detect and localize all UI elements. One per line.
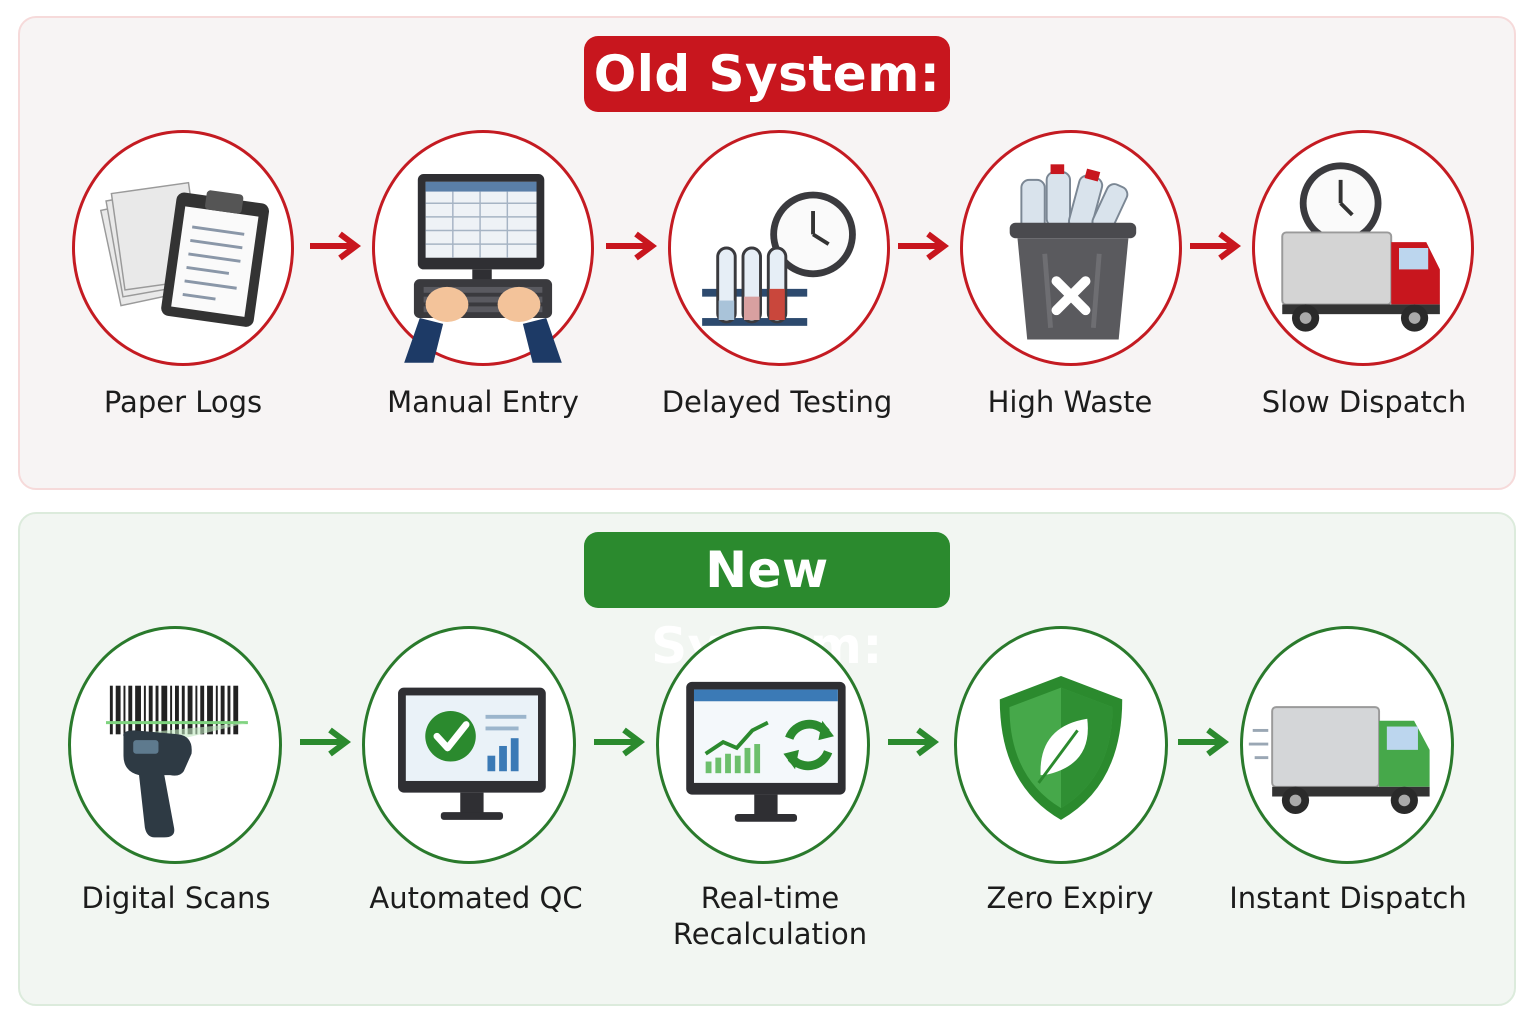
step-label-slow-dispatch: Slow Dispatch bbox=[1261, 385, 1467, 419]
arrow-right-icon bbox=[604, 231, 660, 261]
digital-scans-circle bbox=[68, 626, 282, 864]
old-system-panel: Old System: Paper Logs bbox=[18, 16, 1516, 490]
arrow-right-icon bbox=[896, 231, 952, 261]
computer-typing-icon bbox=[404, 174, 562, 363]
real-time-recalculation-circle bbox=[656, 626, 870, 864]
step-label-digital-scans: Digital Scans bbox=[81, 881, 271, 915]
test-tubes-clock-icon bbox=[702, 191, 856, 326]
paper-logs-circle bbox=[72, 130, 294, 366]
shield-leaf-icon bbox=[999, 675, 1123, 820]
new-system-title: New System: bbox=[584, 532, 950, 675]
step-label-instant-dispatch: Instant Dispatch bbox=[1229, 881, 1467, 915]
old-system-title: Old System: bbox=[584, 36, 950, 112]
automated-qc-circle bbox=[362, 626, 576, 864]
monitor-checkmark-icon bbox=[398, 687, 546, 820]
truck-clock-icon bbox=[1281, 162, 1440, 332]
manual-entry-circle bbox=[372, 130, 594, 366]
step-label-high-waste: High Waste bbox=[987, 385, 1153, 419]
arrow-right-icon bbox=[592, 727, 648, 757]
instant-dispatch-circle bbox=[1240, 626, 1454, 864]
monitor-chart-refresh-icon bbox=[686, 681, 846, 822]
arrow-right-icon bbox=[308, 231, 364, 261]
step-label-zero-expiry: Zero Expiry bbox=[986, 881, 1154, 915]
clipboard-papers-icon bbox=[99, 181, 270, 327]
slow-dispatch-circle bbox=[1252, 130, 1474, 366]
green-truck-icon bbox=[1248, 706, 1430, 815]
zero-expiry-circle bbox=[954, 626, 1168, 864]
trash-bin-bottles-icon bbox=[1009, 164, 1137, 340]
step-label-delayed-testing: Delayed Testing bbox=[661, 385, 893, 419]
arrow-right-icon bbox=[298, 727, 354, 757]
new-system-panel: New System: Digital Scans bbox=[18, 512, 1516, 1006]
arrow-right-icon bbox=[1176, 727, 1232, 757]
step-label-paper-logs: Paper Logs bbox=[103, 385, 263, 419]
step-label-automated-qc: Automated QC bbox=[369, 881, 583, 915]
barcode-scanner-icon bbox=[105, 685, 248, 838]
step-label-manual-entry: Manual Entry bbox=[387, 385, 579, 419]
arrow-right-icon bbox=[886, 727, 942, 757]
arrow-right-icon bbox=[1188, 231, 1244, 261]
high-waste-circle bbox=[960, 130, 1182, 366]
delayed-testing-circle bbox=[668, 130, 890, 366]
step-label-real-time-recalculation: Real-time Recalculation bbox=[672, 881, 868, 951]
